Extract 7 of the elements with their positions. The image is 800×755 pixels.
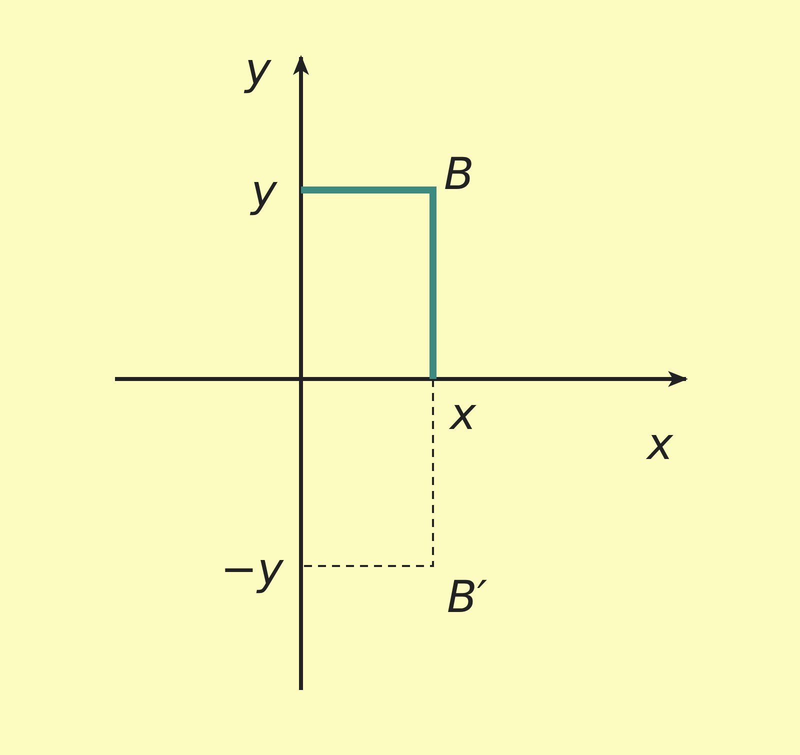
axis-label: x (646, 423, 674, 467)
point-label: B (444, 153, 474, 197)
tick-label: x (450, 393, 476, 437)
point-label: B′ (446, 576, 488, 620)
tick-label: y (250, 170, 278, 214)
axis-label: y (244, 48, 272, 92)
tick-label: −y (220, 548, 284, 592)
